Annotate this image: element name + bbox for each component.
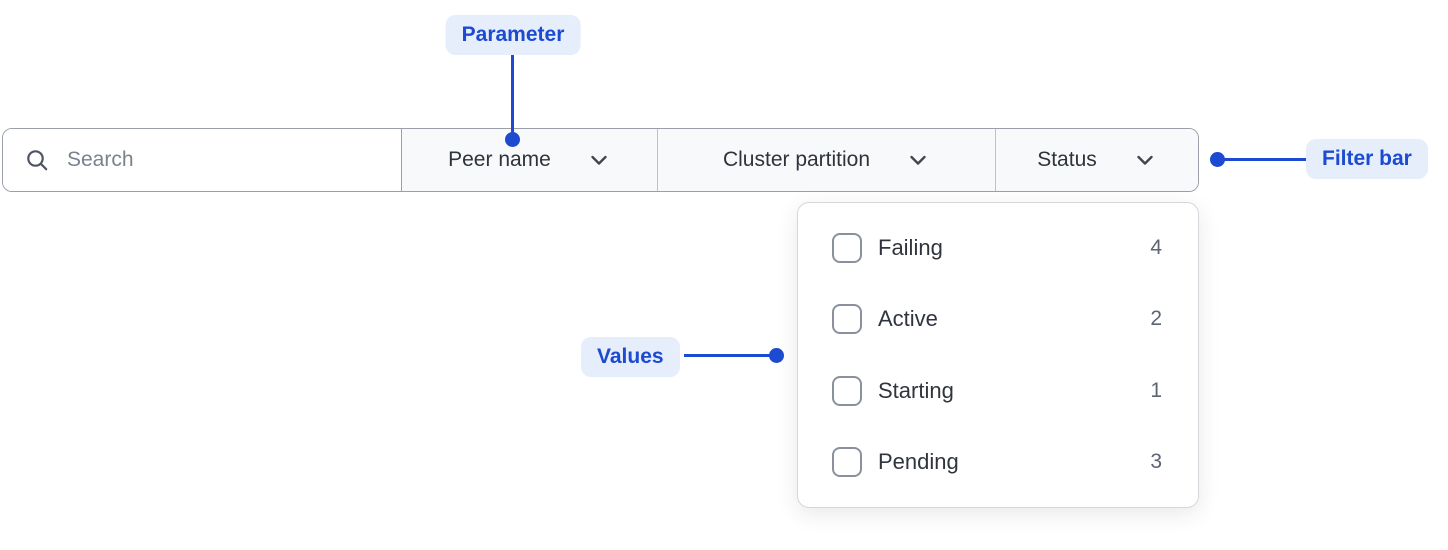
option-label: Pending (878, 449, 959, 475)
filter-bar-callout-badge: Filter bar (1306, 139, 1428, 179)
dropdown-option-pending[interactable]: Pending 3 (798, 427, 1198, 499)
dropdown-option-active[interactable]: Active 2 (798, 284, 1198, 356)
chevron-down-icon (591, 155, 607, 165)
filter-dropdown-peer-name[interactable]: Peer name (402, 129, 657, 191)
option-label: Active (878, 306, 938, 332)
chevron-down-icon (910, 155, 926, 165)
option-label: Failing (878, 234, 943, 260)
filter-dropdown-label: Status (1037, 148, 1097, 171)
filter-dropdown-cluster-partition[interactable]: Cluster partition (657, 129, 995, 191)
checkbox[interactable] (832, 304, 862, 335)
option-count: 3 (1150, 450, 1162, 474)
checkbox[interactable] (832, 375, 862, 406)
parameter-callout-dot (505, 132, 520, 147)
parameter-callout-line (511, 55, 514, 140)
filter-bar-callout-line (1218, 158, 1306, 161)
dropdown-option-failing[interactable]: Failing 4 (798, 212, 1198, 284)
option-label: Starting (878, 377, 954, 403)
option-count: 1 (1150, 378, 1162, 402)
option-count: 2 (1150, 307, 1162, 331)
values-callout-dot (769, 348, 784, 363)
dropdown-option-starting[interactable]: Starting 1 (798, 355, 1198, 427)
search-icon (27, 149, 48, 170)
chevron-down-icon (1137, 155, 1153, 165)
values-callout-badge: Values (581, 337, 680, 377)
filter-dropdown-status[interactable]: Status (995, 129, 1198, 191)
search-input[interactable] (67, 148, 401, 172)
checkbox[interactable] (832, 447, 862, 478)
status-dropdown-panel: Failing 4 Active 2 Starting 1 Pending 3 (797, 202, 1199, 508)
filter-bar-callout-dot (1210, 152, 1225, 167)
filter-dropdown-label: Cluster partition (722, 148, 871, 171)
filter-dropdown-label: Peer name (448, 148, 551, 171)
checkbox[interactable] (832, 232, 862, 263)
filter-bar: Peer name Cluster partition Status (2, 128, 1199, 192)
search-field[interactable] (3, 129, 402, 191)
option-count: 4 (1150, 235, 1162, 259)
parameter-callout-badge: Parameter (445, 15, 581, 55)
values-callout-line (684, 354, 777, 357)
